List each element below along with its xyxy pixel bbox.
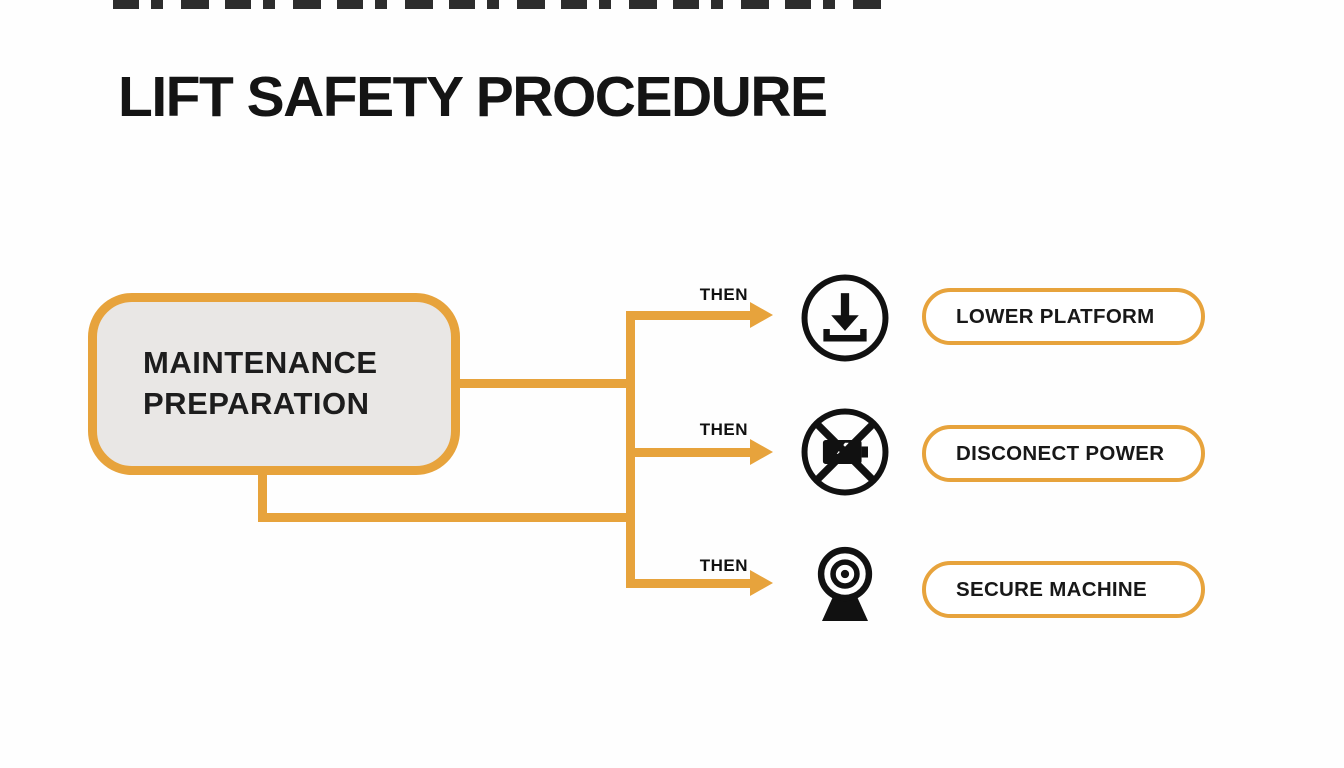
lower-platform-icon [799,272,891,364]
maintenance-preparation-node: MAINTENANCE PREPARATION [88,293,460,475]
connector-branch-3 [630,579,752,588]
secure-machine-icon [799,540,891,632]
connector-branch-2 [630,448,752,457]
connector-branch-1 [630,311,752,320]
then-label-1: THEN [699,285,748,304]
maintenance-preparation-label: MAINTENANCE PREPARATION [143,345,378,421]
connector-box-down [258,470,267,522]
secure-machine-label: SECURE MACHINE [956,577,1147,601]
disconnect-power-pill: DISCONECT POWER [922,425,1205,482]
cropped-text-artifact [113,0,891,9]
connector-box-to-trunk [456,379,628,388]
arrowhead-branch-2 [750,439,773,465]
secure-machine-pill: SECURE MACHINE [922,561,1205,618]
then-label-2: THEN [699,420,748,439]
arrowhead-branch-3 [750,570,773,596]
page-title: LIFT SAFETY PROCEDURE [118,65,828,129]
arrowhead-branch-1 [750,302,773,328]
lower-platform-pill: LOWER PLATFORM [922,288,1205,345]
then-label-3: THEN [699,556,748,575]
lower-platform-label: LOWER PLATFORM [956,304,1155,328]
disconnect-power-icon [799,406,891,498]
connector-bottom-horizontal [258,513,635,522]
disconnect-power-label: DISCONECT POWER [956,441,1165,465]
